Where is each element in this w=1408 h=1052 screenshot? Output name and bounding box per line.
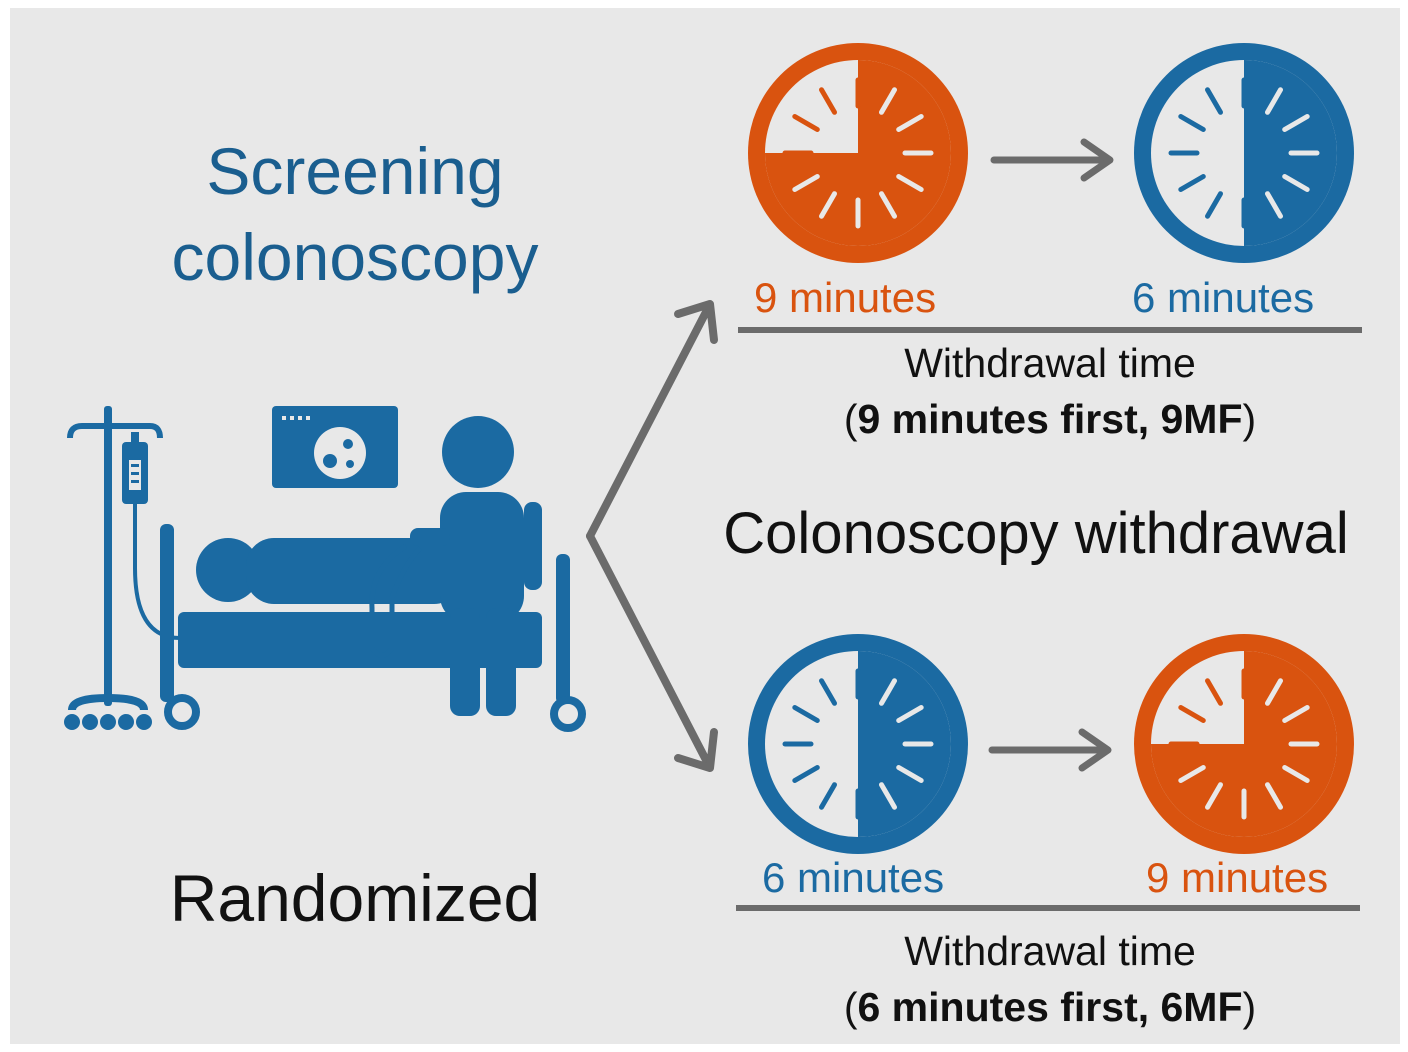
- arrow-icon: [988, 728, 1112, 772]
- arm1-first-duration-label: 9 minutes: [754, 274, 937, 321]
- arm1-second-duration-label: 6 minutes: [1132, 274, 1315, 321]
- clock-icon: [748, 43, 968, 263]
- title-line-1: Screening: [206, 134, 504, 208]
- arm1-group-label: (9 minutes first, 9MF): [730, 396, 1370, 443]
- arrow-icon: [990, 138, 1114, 182]
- randomized-label: Randomized: [169, 861, 541, 935]
- clock-icon: [1134, 43, 1354, 263]
- diagram-graphics: [64, 43, 1362, 911]
- arm2-first-duration-label: 6 minutes: [762, 854, 945, 901]
- arm2-group-label: (6 minutes first, 6MF): [730, 984, 1370, 1031]
- arm2-group-name: 6 minutes first, 6MF: [857, 984, 1243, 1030]
- arm2-second-duration-label: 9 minutes: [1146, 854, 1329, 901]
- colonoscopy-procedure-icon: [64, 406, 586, 732]
- arm2-group-close: ): [1242, 984, 1257, 1030]
- arm1-group-close: ): [1242, 396, 1257, 442]
- arm1-group-name: 9 minutes first, 9MF: [857, 396, 1243, 442]
- diagram-canvas: Screening colonoscopy Randomized Colonos…: [10, 8, 1400, 1044]
- arm2-group-open: (: [843, 984, 858, 1030]
- arm2-caption: Withdrawal time: [904, 928, 1196, 974]
- branch-arrow-icon: [586, 300, 718, 772]
- clock-icon: [748, 634, 968, 854]
- clock-icon: [1134, 634, 1354, 854]
- arm1-group-open: (: [843, 396, 858, 442]
- colonoscopy-withdrawal-label: Colonoscopy withdrawal: [723, 501, 1349, 566]
- title-line-2: colonoscopy: [171, 220, 539, 294]
- arm1-caption: Withdrawal time: [904, 340, 1196, 386]
